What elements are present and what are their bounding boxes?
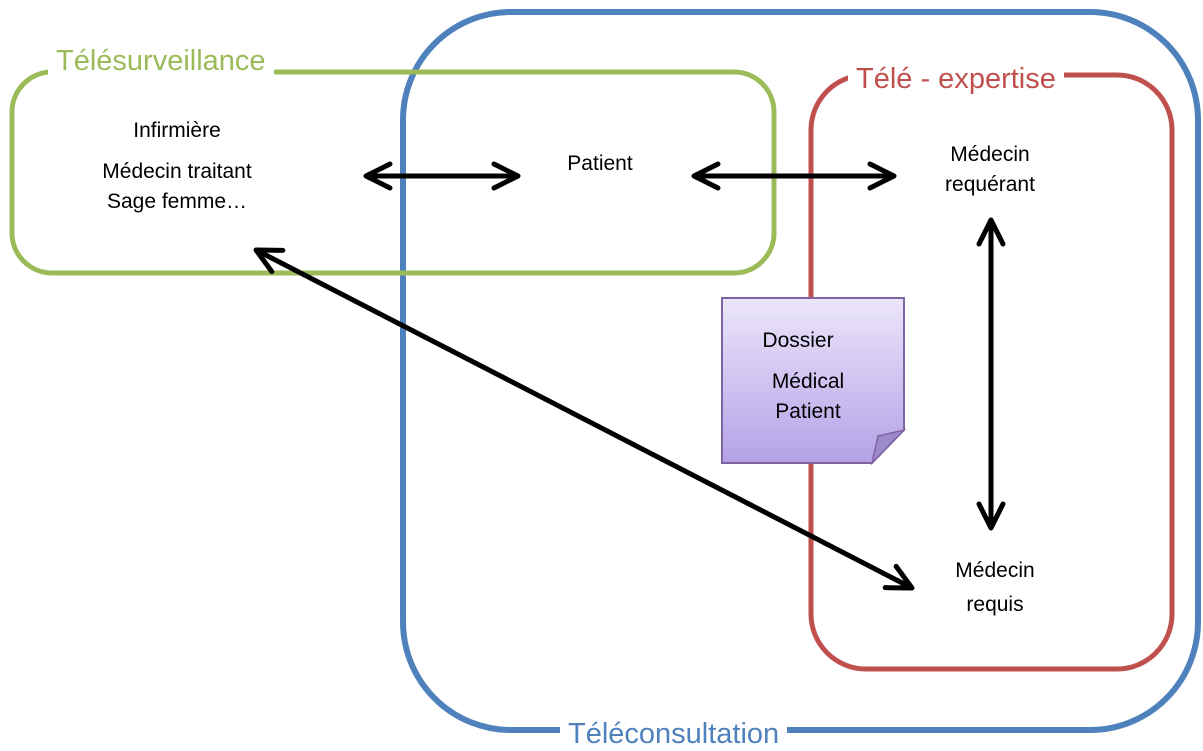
actor-gp-label: Médecin traitant (102, 160, 252, 183)
arrow-actors-requis (254, 247, 914, 591)
dossier-text: Dossier Médical Patient (722, 326, 894, 427)
dossier-line3: Patient (775, 400, 841, 423)
arrowhead (976, 501, 1006, 531)
teleconsultation-title: Téléconsultation (560, 717, 788, 751)
requerant-line2: requérant (945, 173, 1035, 196)
dossier-line2: Médical (771, 370, 845, 393)
actor-nurse-label: Infirmière (133, 119, 221, 142)
dossier-line1: Dossier (762, 329, 834, 352)
arrowhead (867, 161, 897, 191)
arrowhead (363, 161, 393, 191)
arrowhead (976, 217, 1006, 247)
requis-line2: requis (966, 593, 1024, 616)
actor-midwife-label: Sage femme… (106, 190, 248, 213)
actors-node: Infirmière Médecin traitant Sage femme… (50, 116, 304, 217)
teleconsultation-border (400, 9, 1201, 733)
telesurveillance-border (9, 69, 777, 276)
arrowhead (253, 247, 286, 275)
patient-node: Patient (520, 149, 680, 179)
telesurveillance-title: Télésurveillance (48, 44, 274, 78)
requerant-line1: Médecin (950, 143, 1030, 166)
dossier-note (721, 297, 907, 466)
requerant-node: Médecin requérant (895, 140, 1085, 200)
connection-arrows (253, 161, 1006, 591)
arrowhead (691, 161, 721, 191)
requis-node: Médecin requis (900, 556, 1090, 620)
arrowhead (882, 563, 915, 591)
patient-label: Patient (567, 152, 633, 175)
arrowhead (491, 161, 521, 191)
teleexpertise-title: Télé - expertise (848, 62, 1064, 96)
requis-line1: Médecin (955, 559, 1035, 582)
